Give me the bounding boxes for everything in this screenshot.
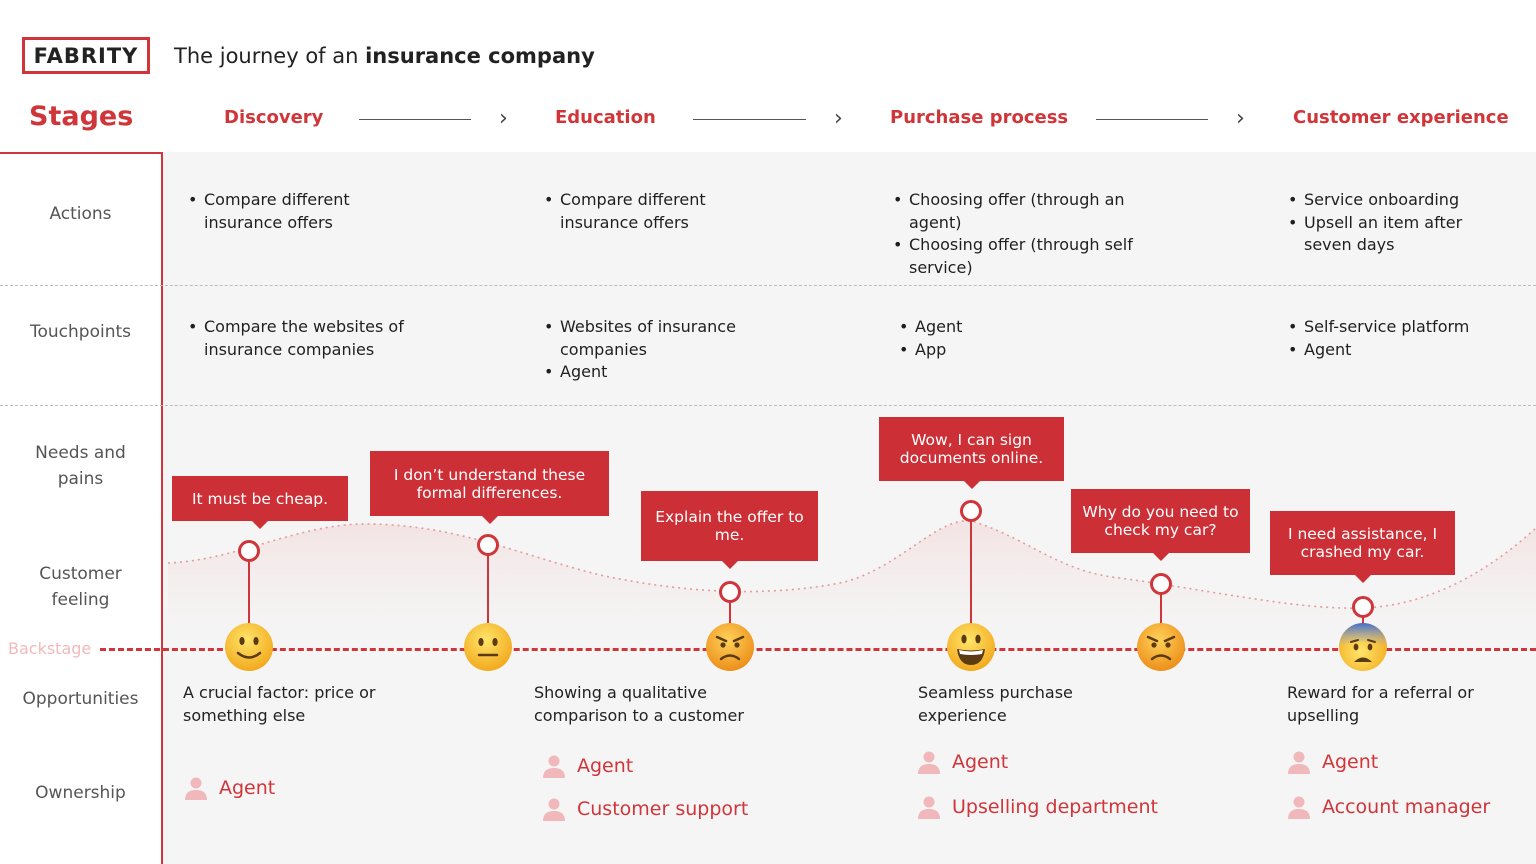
grinning-face-icon xyxy=(947,623,995,671)
feeling-area xyxy=(168,520,1536,648)
row-label-opportunities: Opportunities xyxy=(22,689,139,709)
list-item: Agent xyxy=(899,316,1099,339)
owner-item: Agent xyxy=(916,749,1008,775)
actions-discovery: Compare different insurance offers xyxy=(188,189,398,234)
neutral-face-icon xyxy=(464,623,512,671)
pain-bubble: I don’t understand these formal differen… xyxy=(370,451,609,524)
touchpoints-purchase: Agent App xyxy=(899,316,1099,361)
pain-connector xyxy=(248,550,250,625)
list-item: Service onboarding xyxy=(1288,189,1503,212)
pain-connector xyxy=(487,545,489,625)
person-icon xyxy=(1288,751,1310,774)
list-item: Compare different insurance offers xyxy=(188,189,398,234)
owner-item: Upselling department xyxy=(916,794,1158,820)
list-item: Self-service platform xyxy=(1288,316,1503,339)
chevron-right-icon: › xyxy=(1236,106,1245,131)
chevron-right-icon: › xyxy=(834,106,843,131)
angry-face-icon xyxy=(1137,623,1185,671)
anxious-face-icon xyxy=(1339,623,1387,671)
stage-purchase-process: Purchase process xyxy=(890,107,1069,128)
person-icon xyxy=(918,796,940,819)
owner-item: Agent xyxy=(1286,749,1378,775)
owner-label: Agent xyxy=(577,755,634,777)
pain-bubble: It must be cheap. xyxy=(172,476,348,529)
pain-connector xyxy=(729,591,731,625)
list-item: Websites of insurance companies xyxy=(544,316,764,361)
actions-purchase: Choosing offer (through an agent) Choosi… xyxy=(893,189,1161,279)
stages-label: Stages xyxy=(29,101,134,132)
touchpoints-customer-experience: Self-service platform Agent xyxy=(1288,316,1503,361)
feeling-line xyxy=(167,520,1536,609)
stage-connector xyxy=(359,119,471,120)
row-label-ownership: Ownership xyxy=(35,783,126,803)
person-icon xyxy=(185,777,207,800)
opportunity-purchase: Seamless purchase experience xyxy=(918,683,1073,725)
stage-connector xyxy=(1096,119,1208,120)
opportunity-discovery: A crucial factor: price or something els… xyxy=(183,683,376,725)
list-item: Choosing offer (through an agent) xyxy=(893,189,1161,234)
stage-connector xyxy=(693,119,806,120)
touchpoints-discovery: Compare the websites of insurance compan… xyxy=(188,316,418,361)
angry-face-icon xyxy=(706,623,754,671)
pain-connector xyxy=(970,511,972,625)
pain-bubble: I need assistance, I crashed my car. xyxy=(1270,511,1455,583)
touchpoints-education: Websites of insurance companies Agent xyxy=(544,316,764,384)
pain-marker xyxy=(238,540,260,562)
page-title: The journey of an insurance company xyxy=(174,44,595,68)
row-divider xyxy=(0,405,1536,406)
owner-item: Agent xyxy=(183,775,275,801)
opportunity-customer-experience: Reward for a referral or upselling xyxy=(1287,683,1474,725)
pain-marker xyxy=(477,534,499,556)
owner-label: Agent xyxy=(952,751,1009,773)
list-item: Agent xyxy=(544,361,764,384)
backstage-label: Backstage xyxy=(8,639,92,658)
row-label-touchpoints: Touchpoints xyxy=(29,322,131,342)
person-icon xyxy=(543,798,565,821)
actions-education: Compare different insurance offers xyxy=(544,189,754,234)
label-column-border xyxy=(161,152,163,864)
owner-label: Upselling department xyxy=(952,796,1158,818)
pain-connector xyxy=(1160,584,1162,625)
owner-item: Agent xyxy=(541,753,633,779)
list-item: Upsell an item after seven days xyxy=(1288,212,1503,257)
owner-item: Account manager xyxy=(1286,794,1490,820)
opportunity-education: Showing a qualitative comparison to a cu… xyxy=(534,683,744,725)
owner-item: Customer support xyxy=(541,796,748,822)
stage-discovery: Discovery xyxy=(224,107,324,128)
smiling-face-icon xyxy=(225,623,273,671)
person-icon xyxy=(918,751,940,774)
list-item: Agent xyxy=(1288,339,1503,362)
pain-bubble: Explain the offer to me. xyxy=(641,491,818,569)
owner-label: Account manager xyxy=(1322,796,1491,818)
pain-bubble: Why do you need to check my car? xyxy=(1071,489,1250,561)
list-item: Compare the websites of insurance compan… xyxy=(188,316,418,361)
chevron-right-icon: › xyxy=(499,106,508,131)
pain-marker xyxy=(719,581,741,603)
row-label-actions: Actions xyxy=(49,204,112,224)
list-item: Compare different insurance offers xyxy=(544,189,754,234)
label-column-top-border xyxy=(0,152,163,154)
stage-education: Education xyxy=(555,107,656,128)
owner-label: Agent xyxy=(1322,751,1379,773)
owner-label: Customer support xyxy=(577,798,749,820)
pain-marker xyxy=(1352,596,1374,618)
backstage-line xyxy=(100,648,1536,651)
actions-customer-experience: Service onboarding Upsell an item after … xyxy=(1288,189,1503,257)
pain-bubble: Wow, I can sign documents online. xyxy=(879,417,1064,489)
owner-label: Agent xyxy=(219,777,276,799)
pain-marker xyxy=(960,500,982,522)
logo: FABRITY xyxy=(22,37,150,74)
list-item: App xyxy=(899,339,1099,362)
stage-customer-experience: Customer experience xyxy=(1293,107,1509,128)
person-icon xyxy=(543,755,565,778)
row-divider xyxy=(0,285,1536,286)
list-item: Choosing offer (through self service) xyxy=(893,234,1161,279)
person-icon xyxy=(1288,796,1310,819)
pain-marker xyxy=(1150,573,1172,595)
